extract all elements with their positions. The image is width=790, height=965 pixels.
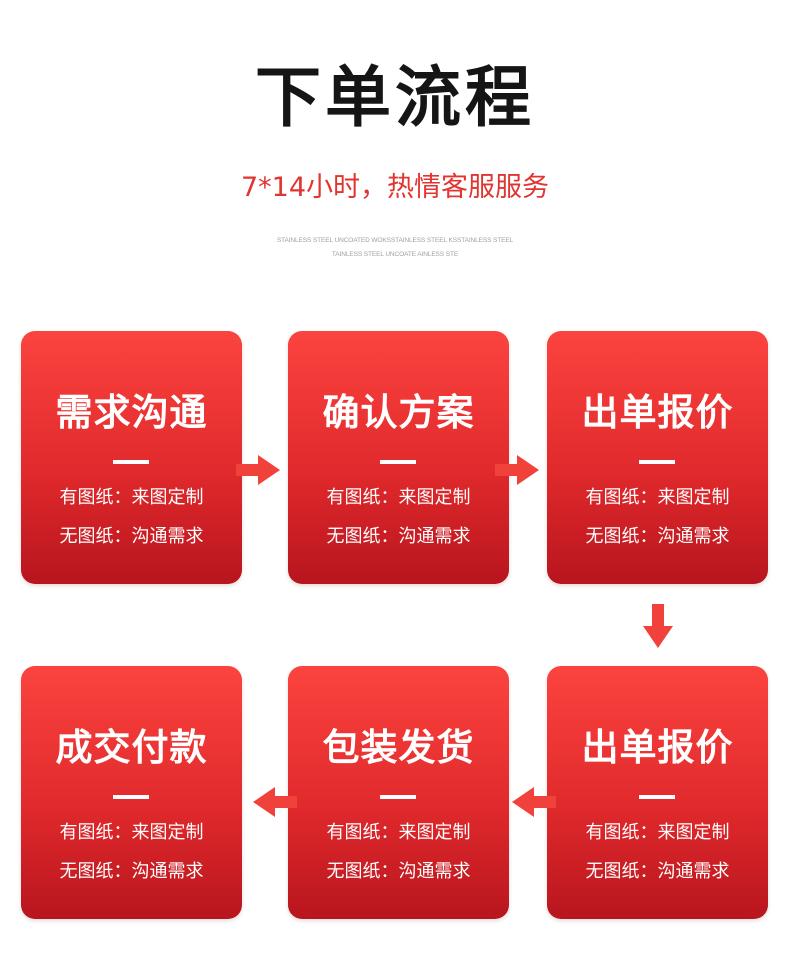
step-line-without-drawing: 无图纸：沟通需求 [326, 526, 471, 547]
arrow-left-icon [512, 787, 556, 817]
step-card-6: 成交付款 有图纸：来图定制 无图纸：沟通需求 [21, 666, 242, 919]
step-title: 确认方案 [322, 391, 475, 434]
step-line-without-drawing: 无图纸：沟通需求 [326, 861, 471, 882]
arrow-left-icon [253, 787, 297, 817]
step-line-with-drawing: 有图纸：来图定制 [326, 822, 471, 843]
step-divider [639, 460, 675, 464]
step-card-3: 出单报价 有图纸：来图定制 无图纸：沟通需求 [547, 331, 768, 584]
step-card-1: 需求沟通 有图纸：来图定制 无图纸：沟通需求 [21, 331, 242, 584]
step-title: 成交付款 [55, 726, 208, 769]
fine-print-line-1: STAINLESS STEEL UNCOATED WOKSSTAINLESS S… [276, 237, 514, 244]
step-line-without-drawing: 无图纸：沟通需求 [59, 526, 204, 547]
arrow-down-icon [643, 604, 673, 648]
step-line-without-drawing: 无图纸：沟通需求 [585, 526, 730, 547]
step-divider [380, 460, 416, 464]
step-divider [380, 795, 416, 799]
step-line-with-drawing: 有图纸：来图定制 [585, 487, 730, 508]
arrow-right-icon [236, 455, 280, 485]
arrow-right-icon [495, 455, 539, 485]
step-divider [113, 460, 149, 464]
page-title: 下单流程 [255, 59, 535, 136]
step-card-5: 包装发货 有图纸：来图定制 无图纸：沟通需求 [288, 666, 509, 919]
step-card-4: 出单报价 有图纸：来图定制 无图纸：沟通需求 [547, 666, 768, 919]
fine-print-line-2: TAINLESS STEEL UNCOATE AINLESS STE [331, 251, 459, 258]
step-title: 出单报价 [581, 726, 734, 769]
step-card-2: 确认方案 有图纸：来图定制 无图纸：沟通需求 [288, 331, 509, 584]
step-line-with-drawing: 有图纸：来图定制 [585, 822, 730, 843]
step-line-with-drawing: 有图纸：来图定制 [59, 487, 204, 508]
step-title: 出单报价 [581, 391, 734, 434]
step-divider [639, 795, 675, 799]
step-line-without-drawing: 无图纸：沟通需求 [585, 861, 730, 882]
step-line-without-drawing: 无图纸：沟通需求 [59, 861, 204, 882]
step-line-with-drawing: 有图纸：来图定制 [59, 822, 204, 843]
step-line-with-drawing: 有图纸：来图定制 [326, 487, 471, 508]
step-title: 需求沟通 [55, 391, 208, 434]
step-divider [113, 795, 149, 799]
page-subtitle: 7*14小时，热情客服服务 [240, 172, 550, 203]
step-title: 包装发货 [322, 726, 475, 769]
